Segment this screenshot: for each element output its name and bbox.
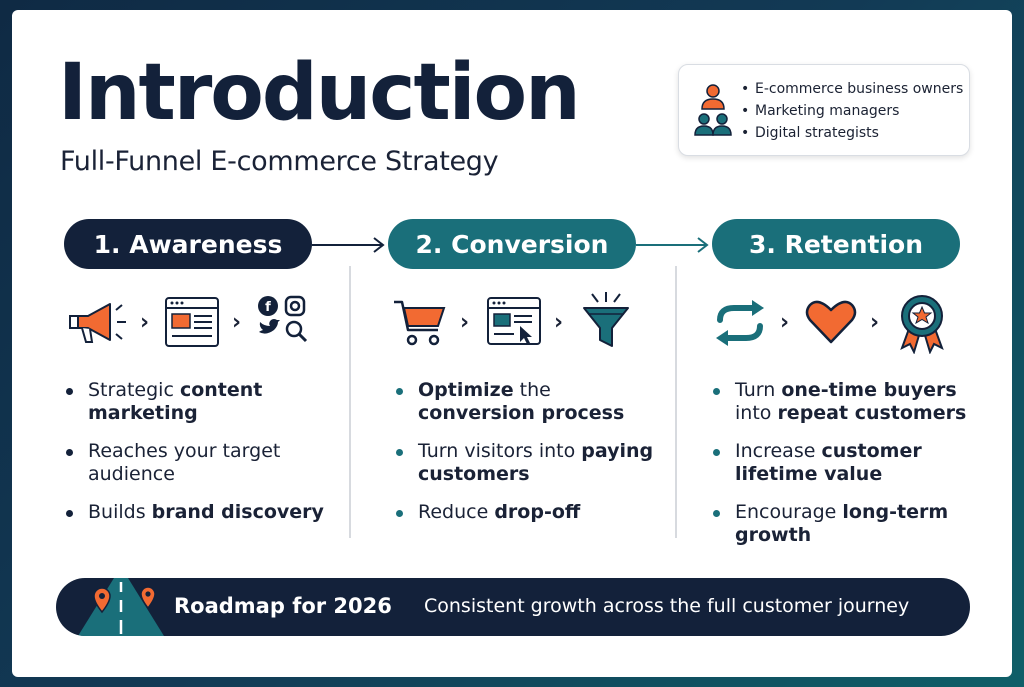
funnel-icon [583, 292, 629, 347]
road-icon [78, 578, 164, 636]
arrow-right-icon [636, 237, 709, 253]
chevron-right-icon: › [232, 310, 242, 335]
list-item: Increase customer lifetime value [713, 440, 973, 486]
social-media-icons: f [258, 295, 308, 343]
awareness-icons: › › f [66, 292, 326, 356]
roadmap-banner: Roadmap for 2026 Consistent growth acros… [56, 578, 970, 636]
audience-list: E-commerce business owners Marketing man… [741, 78, 963, 144]
page-subtitle: Full-Funnel E-commerce Strategy [60, 146, 499, 177]
people-icon [694, 84, 732, 136]
awareness-bullets: Strategic content marketing Reaches your… [66, 379, 336, 539]
roadmap-text: Consistent growth across the full custom… [424, 595, 910, 617]
audience-item: E-commerce business owners [741, 78, 963, 100]
repeat-icon [716, 300, 764, 346]
megaphone-icon [69, 303, 126, 343]
list-item: Reduce drop-off [396, 501, 666, 524]
conversion-icons: › › [392, 292, 652, 356]
award-badge-icon [900, 295, 944, 354]
audience-item: Marketing managers [741, 100, 963, 122]
browser-cursor-icon [487, 297, 541, 345]
chevron-right-icon: › [780, 310, 790, 335]
column-divider [349, 266, 351, 538]
stage-pill-awareness: 1. Awareness [64, 219, 312, 269]
cart-icon [394, 300, 446, 346]
audience-box: E-commerce business owners Marketing man… [678, 64, 970, 156]
svg-text:f: f [265, 300, 271, 315]
list-item: Turn visitors into paying customers [396, 440, 666, 486]
column-divider [675, 266, 677, 538]
webpage-icon [165, 297, 219, 347]
arrow-right-icon [312, 237, 385, 253]
list-item: Strategic content marketing [66, 379, 336, 425]
roadmap-title: Roadmap for 2026 [174, 594, 392, 618]
heart-icon [805, 300, 857, 344]
stage-pill-retention: 3. Retention [712, 219, 960, 269]
list-item: Builds brand discovery [66, 501, 336, 524]
page-title: Introduction [58, 48, 581, 138]
audience-item: Digital strategists [741, 122, 963, 144]
chevron-right-icon: › [870, 310, 880, 335]
chevron-right-icon: › [554, 310, 564, 335]
list-item: Reaches your target audience [66, 440, 336, 486]
chevron-right-icon: › [460, 310, 470, 335]
stage-pill-conversion: 2. Conversion [388, 219, 636, 269]
retention-icons: › › [712, 292, 972, 356]
chevron-right-icon: › [140, 310, 150, 335]
